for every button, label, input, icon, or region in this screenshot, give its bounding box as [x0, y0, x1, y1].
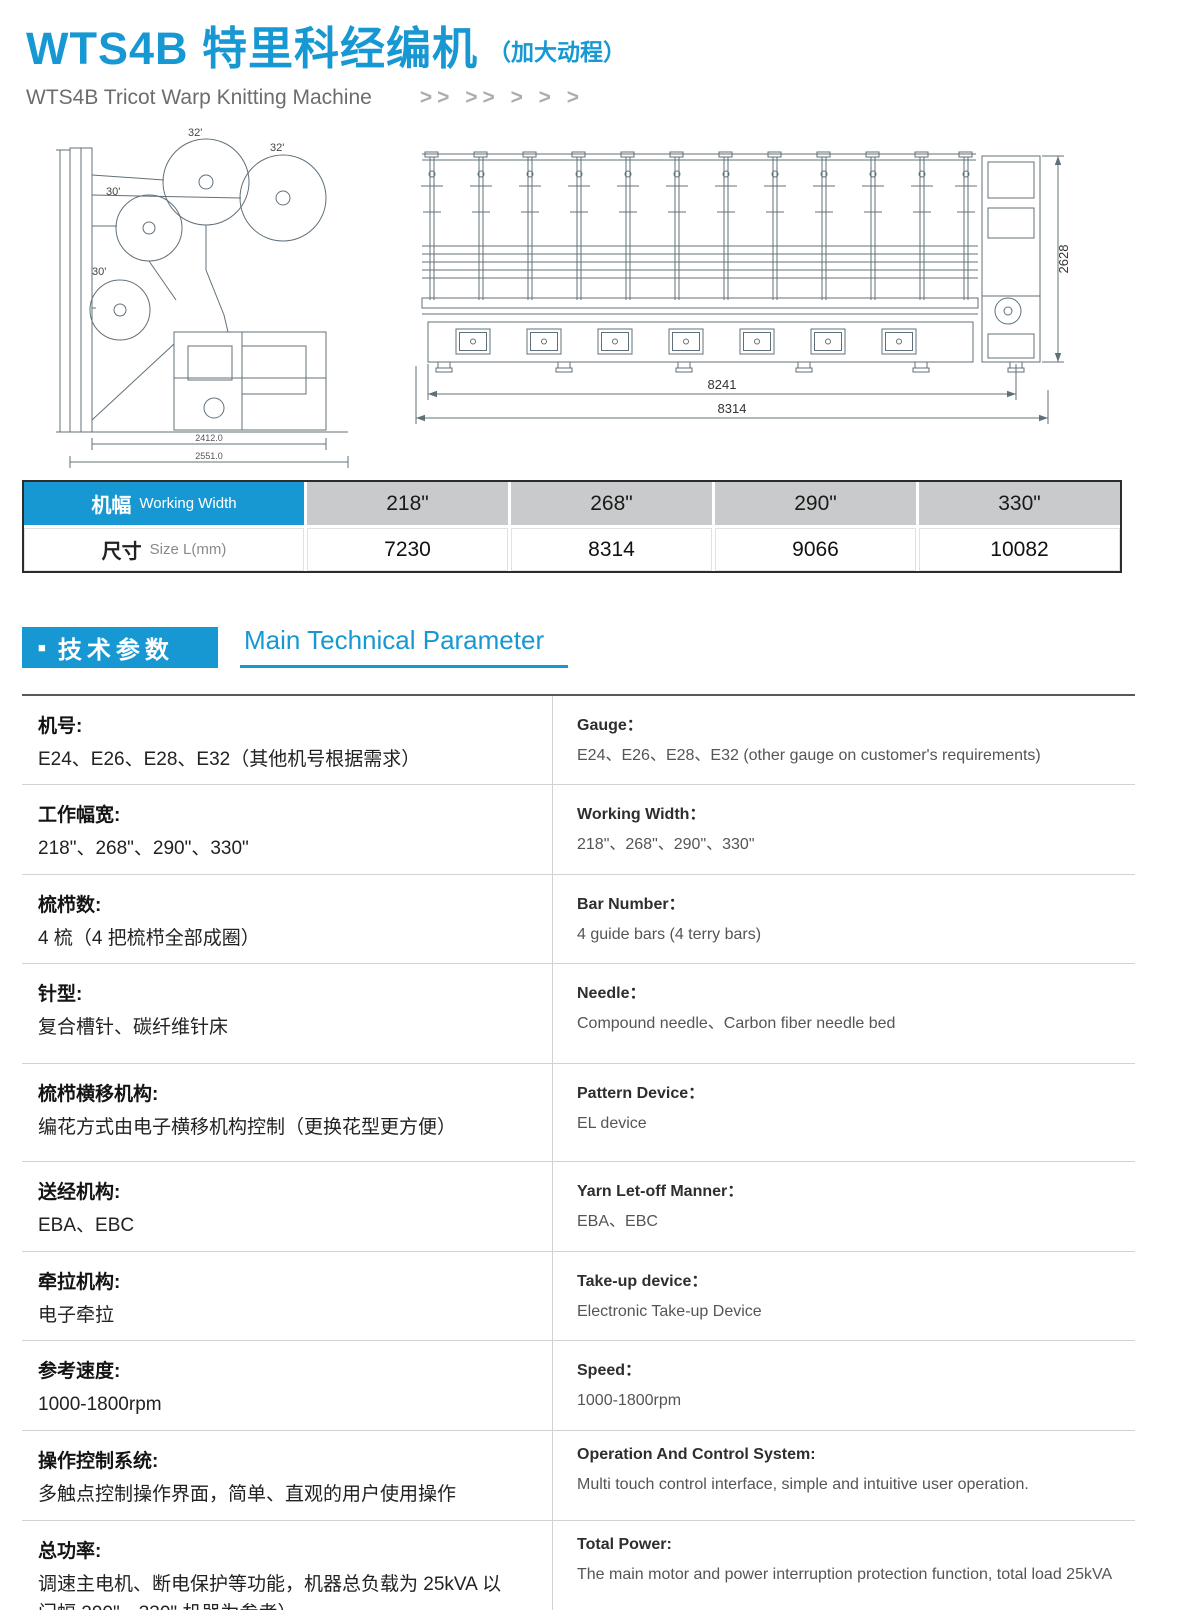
spec-label-cn: 工作幅宽:: [38, 805, 121, 827]
spec-label-cn: 参考速度:: [38, 1361, 121, 1383]
spec-label-en: Take-up device：: [577, 1272, 708, 1290]
side-dim-label-2: 2551.0: [195, 451, 223, 461]
spec-value-cn: E24、E26、E28、E32（其他机号根据需求）: [38, 749, 421, 770]
technical-drawings: 32' 32' 30' 30' 2412.0 2551.0: [0, 120, 1200, 470]
section-title-underline: Main Technical Parameter: [240, 625, 569, 668]
spec-label-en: Working Width：: [577, 806, 706, 824]
width-header-330: 330": [919, 482, 1120, 525]
width-header-218: 218": [307, 482, 508, 525]
spec-label-en: Pattern Device：: [577, 1085, 705, 1103]
dim-label-outer-width: 8314: [718, 401, 747, 416]
spec-row-working-width: 工作幅宽: 218"、268"、290"、330" Working Width：…: [22, 784, 1135, 874]
corner-label-en: Working Width: [139, 495, 237, 512]
section-title-cn: 技术参数: [57, 637, 174, 664]
length-value-290: 9066: [715, 528, 916, 571]
spec-row-speed: 参考速度: 1000-1800rpm Speed： 1000-1800rpm: [22, 1340, 1135, 1430]
spec-label-cn: 总功率:: [38, 1540, 102, 1562]
spec-label-en: Bar Number：: [577, 895, 685, 913]
spec-label-en: Yarn Let-off Manner：: [577, 1183, 744, 1201]
spec-value-en: EBA、EBC: [577, 1213, 658, 1231]
spec-value-cn: 电子牵拉: [38, 1304, 115, 1326]
beam-label-30-2: 30': [92, 266, 106, 278]
width-header-290: 290": [715, 482, 916, 525]
spec-label-en: Needle：: [577, 985, 646, 1003]
size-label-cn: 尺寸: [101, 541, 142, 563]
spec-row-bar-number: 梳栉数: 4 梳（4 把梳栉全部成圈） Bar Number： 4 guide …: [22, 873, 1135, 964]
chevron-decoration-icon: >> >> > > >: [419, 86, 585, 109]
beam-label-30-1: 30': [106, 186, 120, 198]
spec-table: 机号: E24、E26、E28、E32（其他机号根据需求） Gauge： E24…: [22, 694, 1135, 1610]
spec-label-en: Gauge：: [577, 717, 643, 734]
spec-label-cn: 针型:: [38, 984, 83, 1006]
spec-value-cn: 4 梳（4 把梳栉全部成圈）: [38, 927, 260, 949]
spec-value-cn: 218"、268"、290"、330": [38, 838, 249, 860]
page-subtitle: WTS4B Tricot Warp Knitting Machine: [26, 86, 372, 109]
spec-value-cn: 调速主电机、断电保护等功能，机器总负载为 25kVA 以门幅 290"、330"…: [38, 1573, 502, 1610]
machine-front-view-drawing: 2628 8241 8314: [415, 151, 1070, 424]
spec-row-needle: 针型: 复合槽针、碳纤维针床 Needle： Compound needle、C…: [22, 963, 1135, 1064]
spec-value-cn: 多触点控制操作界面，简单、直观的用户使用操作: [38, 1483, 457, 1505]
section-badge: ■ 技术参数: [22, 627, 218, 668]
length-value-330: 10082: [919, 528, 1120, 571]
spec-value-en: Electronic Take-up Device: [577, 1302, 762, 1320]
dim-label-inner-width: 8241: [708, 377, 737, 392]
spec-row-take-up: 牵拉机构: 电子牵拉 Take-up device： Electronic Ta…: [22, 1250, 1135, 1341]
section-header: ■ 技术参数 Main Technical Parameter: [22, 625, 1200, 668]
spec-label-cn: 牵拉机构:: [38, 1271, 121, 1293]
length-value-218: 7230: [307, 528, 508, 571]
length-value-268: 8314: [511, 528, 712, 571]
machine-side-view-drawing: 32' 32' 30' 30' 2412.0 2551.0: [56, 127, 349, 468]
square-bullet-icon: ■: [38, 640, 46, 655]
spec-value-en: 218"、268"、290"、330": [577, 836, 755, 854]
spec-label-cn: 操作控制系统:: [38, 1450, 159, 1472]
beam-label-32-2: 32': [270, 142, 284, 154]
spec-row-gauge: 机号: E24、E26、E28、E32（其他机号根据需求） Gauge： E24…: [22, 696, 1135, 785]
spec-value-en: 1000-1800rpm: [577, 1392, 682, 1410]
spec-label-cn: 梳栉横移机构:: [38, 1084, 159, 1106]
spec-label-cn: 梳栉数:: [38, 894, 102, 916]
spec-value-cn: 编花方式由电子横移机构控制（更换花型更方便）: [38, 1117, 457, 1139]
page-header: WTS4B 特里科经编机 （加大动程） WTS4B Tricot Warp Kn…: [0, 0, 1200, 110]
spec-label-cn: 送经机构:: [38, 1182, 121, 1204]
spec-value-en: Multi touch control interface, simple an…: [577, 1475, 1029, 1493]
spec-row-total-power: 总功率: 调速主电机、断电保护等功能，机器总负载为 25kVA 以门幅 290"…: [22, 1519, 1135, 1610]
spec-value-en: 4 guide bars (4 terry bars): [577, 925, 762, 943]
spec-value-cn: EBA、EBC: [38, 1215, 135, 1237]
dim-label-height: 2628: [1056, 245, 1070, 274]
spec-value-cn: 复合槽针、碳纤维针床: [38, 1017, 229, 1039]
spec-row-pattern-device: 梳栉横移机构: 编花方式由电子横移机构控制（更换花型更方便） Pattern D…: [22, 1063, 1135, 1162]
size-label-en: Size L(mm): [149, 541, 227, 558]
spec-row-yarn-letoff: 送经机构: EBA、EBC Yarn Let-off Manner： EBA、E…: [22, 1161, 1135, 1251]
size-row-header-cell: 尺寸 Size L(mm): [24, 528, 304, 571]
page-title: WTS4B 特里科经编机: [26, 23, 479, 74]
spec-value-en: Compound needle、Carbon fiber needle bed: [577, 1015, 896, 1033]
spec-label-en: Total Power:: [577, 1535, 672, 1553]
spec-row-control-system: 操作控制系统: 多触点控制操作界面，简单、直观的用户使用操作 Operation…: [22, 1429, 1135, 1520]
working-width-table: 机幅 Working Width 218" 268" 290" 330" 尺寸 …: [22, 480, 1122, 573]
beam-label-32-1: 32': [188, 127, 202, 139]
spec-value-cn: 1000-1800rpm: [38, 1394, 162, 1416]
section-title-en: Main Technical Parameter: [244, 625, 545, 655]
spec-label-cn: 机号:: [38, 716, 83, 737]
spec-value-en: E24、E26、E28、E32 (other gauge on customer…: [577, 747, 1041, 764]
spec-value-en: The main motor and power interruption pr…: [577, 1565, 1113, 1583]
page-title-note: （加大动程）: [488, 38, 627, 65]
side-dim-label-1: 2412.0: [195, 433, 223, 443]
spec-label-en: Operation And Control System:: [577, 1445, 816, 1463]
size-table-corner-cell: 机幅 Working Width: [24, 482, 304, 525]
spec-value-en: EL device: [577, 1115, 647, 1133]
width-header-268: 268": [511, 482, 712, 525]
spec-label-en: Speed：: [577, 1362, 642, 1380]
corner-label-cn: 机幅: [91, 495, 132, 517]
